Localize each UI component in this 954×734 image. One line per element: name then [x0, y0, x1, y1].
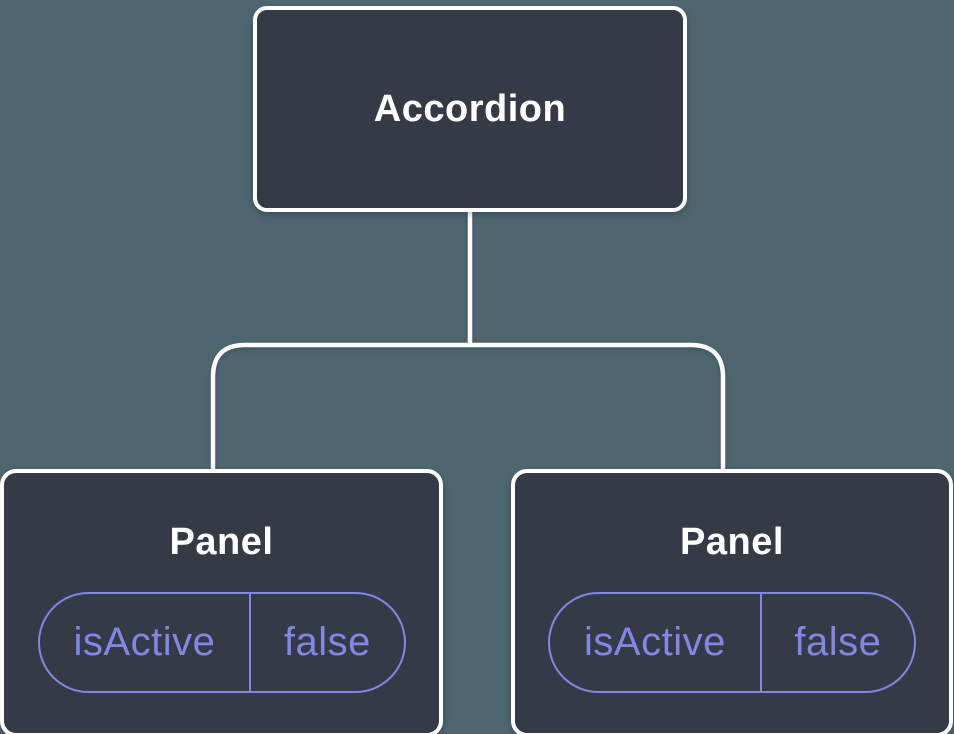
- state-name: isActive: [40, 594, 252, 691]
- node-panel-2: Panel isActive false: [511, 469, 953, 734]
- state-value: false: [794, 620, 882, 664]
- node-accordion: Accordion: [253, 6, 687, 212]
- node-panel-1-label: Panel: [169, 521, 274, 563]
- node-panel-1: Panel isActive false: [0, 469, 443, 734]
- state-pill: isActive false: [37, 592, 406, 693]
- node-panel-2-label: Panel: [680, 521, 784, 563]
- connector-bracket: [210, 342, 726, 471]
- node-accordion-label: Accordion: [373, 88, 567, 130]
- state-value: false: [283, 620, 371, 664]
- state-name: isActive: [550, 594, 762, 691]
- state-pill: isActive false: [548, 592, 916, 693]
